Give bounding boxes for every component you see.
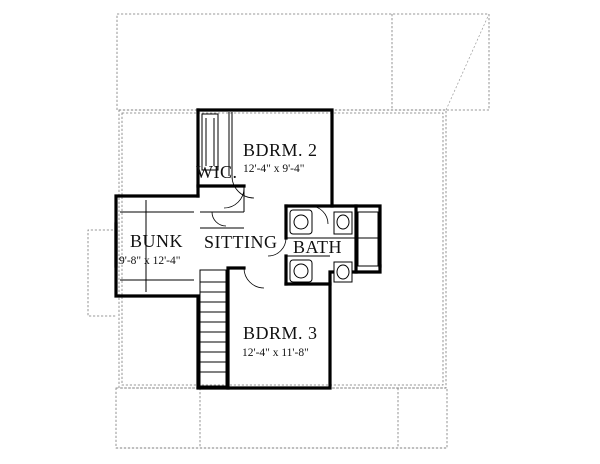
bunk-size: 9'-8" x 12'-4" — [119, 255, 180, 267]
bunk-beds — [120, 200, 194, 292]
bath-name: BATH — [293, 237, 342, 257]
sitting-name: SITTING — [204, 232, 278, 252]
interior-walls — [196, 112, 380, 286]
wic-name: WIC. — [196, 162, 238, 182]
walk-in-closet — [201, 113, 219, 171]
stair — [199, 269, 227, 387]
bdrm2-size: 12'-4" x 9'-4" — [243, 163, 304, 175]
door-swings — [211, 175, 329, 289]
bdrm2-name: BDRM. 2 — [243, 140, 318, 160]
bdrm3-name: BDRM. 3 — [243, 323, 318, 343]
bath-fixtures — [289, 209, 379, 283]
bunk-name: BUNK — [130, 231, 183, 251]
bdrm3-size: 12'-4" x 11'-8" — [242, 347, 309, 359]
